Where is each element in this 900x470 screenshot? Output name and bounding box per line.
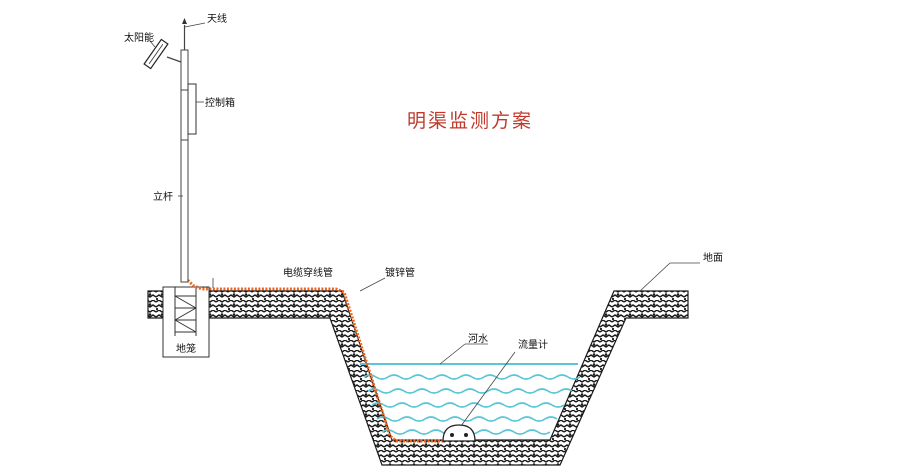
flowmeter-device: [442, 424, 476, 442]
label-solar-panel: 太阳能: [124, 31, 154, 44]
control-box: [187, 83, 197, 135]
antenna-icon: [182, 18, 187, 24]
foundation-cage: [162, 286, 210, 358]
solar-panel: [143, 38, 182, 70]
label-pole: 立杆: [153, 190, 173, 203]
label-river-water: 河水: [468, 333, 488, 345]
diagram-title: 明渠监测方案: [407, 110, 533, 132]
leader-lines: [149, 22, 700, 427]
label-foundation: 地笼: [176, 342, 196, 355]
label-control-box: 控制箱: [205, 96, 235, 109]
label-antenna: 天线: [207, 12, 227, 25]
foundation-ladder: [174, 287, 197, 336]
label-flowmeter: 流量计: [518, 338, 548, 351]
channel-embankment: [147, 290, 689, 466]
river-water: [360, 363, 581, 435]
pole: [180, 25, 189, 283]
label-cable-conduit: 电缆穿线管: [283, 266, 333, 279]
label-ground: 地面: [703, 251, 723, 264]
label-galvanized-pipe: 镀锌管: [385, 266, 415, 279]
cable-conduit: [184, 276, 444, 443]
